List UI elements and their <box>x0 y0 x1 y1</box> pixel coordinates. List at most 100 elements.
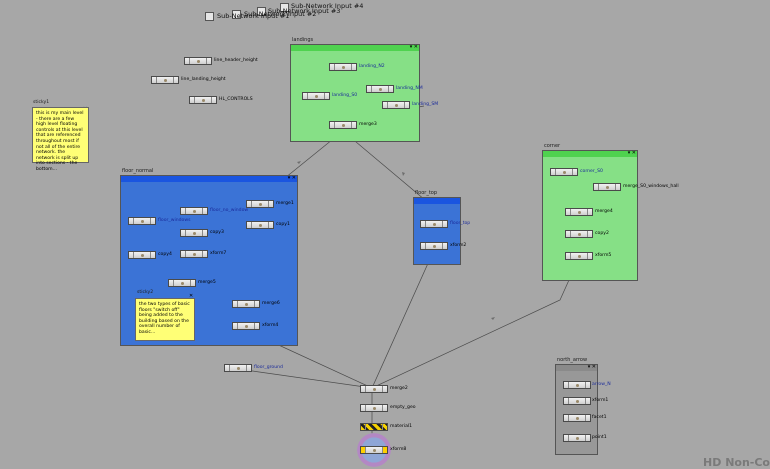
node-flag-icon <box>563 171 566 174</box>
node-floor-windows[interactable] <box>128 217 156 225</box>
subnetwork-input-box-1[interactable] <box>205 12 214 21</box>
sticky-main-note[interactable]: this is my main level - there are a few … <box>32 107 89 172</box>
node-label: copy1 <box>276 222 290 227</box>
node-arrow-n[interactable] <box>563 381 591 389</box>
network-box-header[interactable] <box>121 176 297 182</box>
node-floor-no-window[interactable] <box>180 207 208 215</box>
node-label: merge5 <box>198 280 216 285</box>
node-merge-s0-windows-hall[interactable] <box>593 183 621 191</box>
network-box-header[interactable] <box>414 198 460 204</box>
node-flag-icon <box>259 224 262 227</box>
node-label: xform8 <box>390 447 407 452</box>
node-flag-icon <box>433 223 436 226</box>
node-flag-icon <box>379 88 382 91</box>
sticky-floors-title: sticky2 <box>137 290 154 295</box>
node-corner-s0[interactable] <box>550 168 578 176</box>
node-label: landing_S0 <box>332 93 358 98</box>
node-label: arrow_N <box>592 382 611 387</box>
network-box-floor-top[interactable]: floor_top <box>413 190 461 265</box>
license-watermark: HD Non-Co <box>703 456 770 469</box>
network-box-title: floor_normal <box>122 168 154 174</box>
node-label: copy3 <box>210 230 224 235</box>
node-label: merge6 <box>262 301 280 306</box>
node-merge4[interactable] <box>565 208 593 216</box>
node-label: merge2 <box>390 386 408 391</box>
node-copy1[interactable] <box>246 221 274 229</box>
subnetwork-input-label-3: Sub-Network Input #3 <box>268 7 341 15</box>
node-flag-icon <box>237 367 240 370</box>
network-box-controls[interactable]: ▾ ✕ <box>627 150 636 156</box>
sticky-floors-close-icon[interactable]: ✕ <box>189 293 194 299</box>
node-label: floor_no_window <box>210 208 249 213</box>
node-xform5[interactable] <box>565 252 593 260</box>
node-xform8[interactable] <box>360 446 388 454</box>
node-merge2[interactable] <box>360 385 388 393</box>
node-xform4[interactable] <box>232 322 260 330</box>
node-label: copy2 <box>595 231 609 236</box>
node-landing-nm[interactable] <box>366 85 394 93</box>
node-flag-icon <box>342 124 345 127</box>
node-flag-icon <box>576 400 579 403</box>
node-label: floor_windows <box>158 218 191 223</box>
network-box-header[interactable] <box>556 365 597 371</box>
node-flag-icon <box>576 437 579 440</box>
node-flag-icon <box>245 325 248 328</box>
node-floor-top[interactable] <box>420 220 448 228</box>
node-flag-icon <box>164 79 167 82</box>
node-label: merge3 <box>359 122 377 127</box>
node-flag-icon <box>342 66 345 69</box>
sticky-floors-note[interactable]: the two types of basic floors "switch of… <box>135 298 195 341</box>
node-label: landing_N2 <box>359 64 385 69</box>
subnetwork-input-box-3[interactable] <box>257 7 266 16</box>
node-label: xform7 <box>210 251 227 256</box>
network-box-header[interactable] <box>291 45 419 51</box>
node-xform1[interactable] <box>563 397 591 405</box>
node-copy2[interactable] <box>565 230 593 238</box>
node-hl-controls[interactable] <box>189 96 217 104</box>
network-box-controls[interactable]: ▾ ✕ <box>409 44 418 50</box>
node-xform2[interactable] <box>420 242 448 250</box>
network-box-header[interactable] <box>543 151 637 157</box>
network-box-title: corner <box>544 143 561 149</box>
node-label: xform4 <box>262 323 279 328</box>
node-flag-icon <box>193 232 196 235</box>
network-box-controls[interactable]: ▾ ✕ <box>587 364 596 370</box>
node-line-landing-height[interactable] <box>151 76 179 84</box>
subnetwork-input-label-2: Sub-Network Input #2 <box>244 10 317 18</box>
node-landing-s0[interactable] <box>302 92 330 100</box>
network-box-controls[interactable]: ▾ ✕ <box>287 175 296 181</box>
sticky-main-title: sticky1 <box>33 100 50 105</box>
node-merge3[interactable] <box>329 121 357 129</box>
node-landing-sm[interactable] <box>382 101 410 109</box>
subnetwork-input-box-4[interactable] <box>280 3 289 12</box>
node-label: material1 <box>390 424 413 429</box>
node-flag-icon <box>193 253 196 256</box>
node-copy4[interactable] <box>128 251 156 259</box>
node-xform7[interactable] <box>180 250 208 258</box>
node-label: line_landing_height <box>181 77 226 82</box>
node-flag-icon <box>245 303 248 306</box>
node-flag-icon <box>576 384 579 387</box>
node-flag-icon <box>433 245 436 248</box>
node-line-header-height[interactable] <box>184 57 212 65</box>
node-flag-icon <box>576 417 579 420</box>
node-label: merge_S0_windows_hall <box>623 184 679 189</box>
node-landing-n2[interactable] <box>329 63 357 71</box>
subnetwork-input-box-2[interactable] <box>232 10 241 19</box>
node-merge1[interactable] <box>246 200 274 208</box>
node-floor-ground[interactable] <box>224 364 252 372</box>
node-flag-icon <box>578 255 581 258</box>
node-flag-icon <box>373 407 376 410</box>
node-label: xform5 <box>595 253 612 258</box>
node-flag-icon <box>181 282 184 285</box>
node-facet1[interactable] <box>563 414 591 422</box>
network-box-title: north_arrow <box>557 357 588 363</box>
node-empty-geo[interactable] <box>360 404 388 412</box>
node-point1[interactable] <box>563 434 591 442</box>
node-merge6[interactable] <box>232 300 260 308</box>
node-material1[interactable] <box>360 423 388 431</box>
node-label: line_header_height <box>214 58 258 63</box>
node-flag-icon <box>578 233 581 236</box>
node-copy3[interactable] <box>180 229 208 237</box>
node-merge5[interactable] <box>168 279 196 287</box>
